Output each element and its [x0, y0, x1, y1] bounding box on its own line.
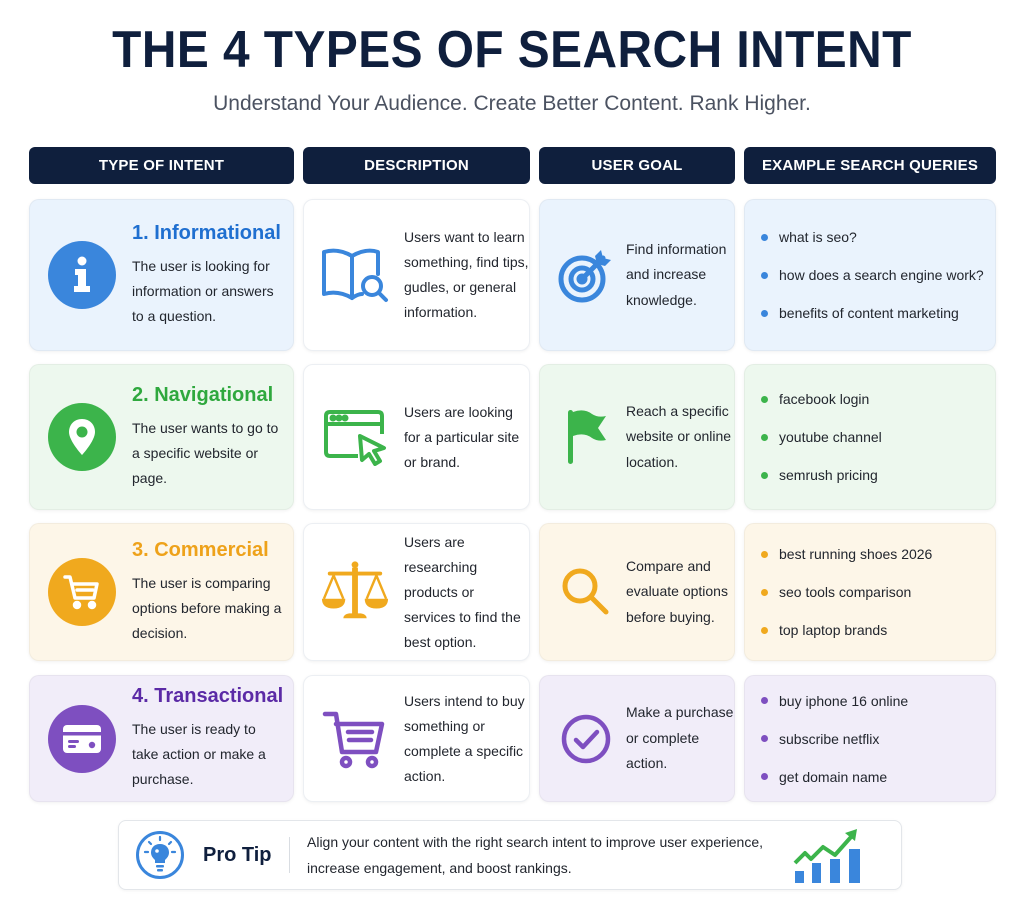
- column-header-type: TYPE OF INTENT: [29, 147, 294, 184]
- goal-text: Compare and evaluate options before buyi…: [626, 557, 728, 625]
- type-name: 3. Commercial: [132, 538, 269, 561]
- goal-text: Make a purchase or complete action.: [626, 704, 734, 772]
- page-subtitle: Understand Your Audience. Create Better …: [213, 92, 811, 115]
- bullet-dot: [761, 697, 768, 704]
- description-text: Users want to learn something, find tips…: [404, 229, 529, 320]
- bullet-dot: [761, 271, 768, 279]
- bullet-dot: [761, 588, 768, 596]
- goal-text: Find information and increase knowledge.: [626, 240, 727, 308]
- example-list: best running shoes 2026 seo tools compar…: [761, 535, 932, 649]
- example-query: seo tools comparison: [761, 573, 932, 611]
- type-name: 1. Informational: [132, 221, 281, 244]
- row-transactional-description: Users intend to buy something or complet…: [303, 675, 530, 802]
- browser-cursor-icon: [320, 402, 390, 472]
- row-commercial-examples: best running shoes 2026 seo tools compar…: [744, 523, 996, 661]
- credit-card-icon: [48, 704, 116, 773]
- pro-tip-box: Pro Tip Align your content with the righ…: [118, 820, 902, 890]
- row-commercial-type: 3. Commercial The user is comparing opti…: [29, 523, 294, 661]
- check-circle-icon: [556, 709, 616, 769]
- book-search-icon: [320, 240, 390, 310]
- example-query: top laptop brands: [761, 611, 932, 649]
- example-query: subscribe netflix: [761, 720, 908, 758]
- bullet-dot: [761, 395, 768, 403]
- pro-tip-label: Pro Tip: [203, 843, 272, 866]
- type-description: The user is ready to take action or make…: [132, 721, 266, 787]
- bullet-dot: [761, 550, 768, 558]
- bullet-dot: [761, 773, 768, 780]
- scales-icon: [320, 557, 390, 627]
- bullet-dot: [761, 471, 768, 479]
- cart-icon: [48, 558, 116, 626]
- flag-icon: [556, 407, 616, 467]
- row-navigational-description: Users are looking for a particular site …: [303, 364, 530, 510]
- example-list: facebook login youtube channel semrush p…: [761, 380, 882, 494]
- page-title: THE 4 TYPES OF SEARCH INTENT: [112, 21, 912, 79]
- magnifier-icon: [556, 562, 616, 622]
- column-header-user-goal: USER GOAL: [539, 147, 735, 184]
- row-informational-examples: what is seo? how does a search engine wo…: [744, 199, 996, 351]
- lightbulb-icon: [135, 830, 185, 880]
- type-name: 2. Navigational: [132, 383, 274, 406]
- bullet-dot: [761, 433, 768, 441]
- location-pin-icon: [48, 403, 116, 471]
- description-text: Users intend to buy something or complet…: [404, 692, 525, 784]
- divider: [289, 837, 290, 873]
- row-navigational-type: 2. Navigational The user wants to go to …: [29, 364, 294, 510]
- row-transactional-goal: Make a purchase or complete action.: [539, 675, 735, 802]
- type-name: 4. Transactional: [132, 685, 284, 707]
- example-query: best running shoes 2026: [761, 535, 932, 573]
- growth-chart-icon: [793, 827, 865, 885]
- example-query: youtube channel: [761, 418, 882, 456]
- row-informational-type: 1. Informational The user is looking for…: [29, 199, 294, 351]
- example-query: how does a search engine work?: [761, 256, 984, 294]
- shopping-cart-icon: [320, 704, 390, 774]
- example-query: buy iphone 16 online: [761, 682, 908, 720]
- bullet-dot: [761, 309, 768, 317]
- bullet-dot: [761, 626, 768, 634]
- row-commercial-description: Users are researching products or servic…: [303, 523, 530, 661]
- row-transactional-type: 4. Transactional The user is ready to ta…: [29, 675, 294, 802]
- bullet-dot: [761, 735, 768, 742]
- pro-tip-text: Align your content with the right search…: [307, 834, 764, 876]
- row-transactional-examples: buy iphone 16 online subscribe netflix g…: [744, 675, 996, 802]
- row-commercial-goal: Compare and evaluate options before buyi…: [539, 523, 735, 661]
- example-query: benefits of content marketing: [761, 294, 984, 332]
- column-header-examples: EXAMPLE SEARCH QUERIES: [744, 147, 996, 184]
- type-description: The user is looking for information or a…: [132, 257, 274, 324]
- example-query: facebook login: [761, 380, 882, 418]
- type-description: The user wants to go to a specific websi…: [132, 419, 279, 486]
- target-icon: [556, 245, 616, 305]
- description-text: Users are looking for a particular site …: [404, 403, 520, 470]
- row-informational-description: Users want to learn something, find tips…: [303, 199, 530, 351]
- type-description: The user is comparing options before mak…: [132, 574, 282, 641]
- description-text: Users are researching products or servic…: [404, 533, 521, 650]
- row-informational-goal: Find information and increase knowledge.: [539, 199, 735, 351]
- example-query: get domain name: [761, 758, 908, 796]
- info-icon: [48, 241, 116, 309]
- bullet-dot: [761, 233, 768, 241]
- column-header-description: DESCRIPTION: [303, 147, 530, 184]
- row-navigational-goal: Reach a specific website or online locat…: [539, 364, 735, 510]
- row-navigational-examples: facebook login youtube channel semrush p…: [744, 364, 996, 510]
- example-query: what is seo?: [761, 218, 984, 256]
- goal-text: Reach a specific website or online locat…: [626, 402, 732, 470]
- example-list: what is seo? how does a search engine wo…: [761, 218, 984, 332]
- example-list: buy iphone 16 online subscribe netflix g…: [761, 682, 908, 796]
- example-query: semrush pricing: [761, 456, 882, 494]
